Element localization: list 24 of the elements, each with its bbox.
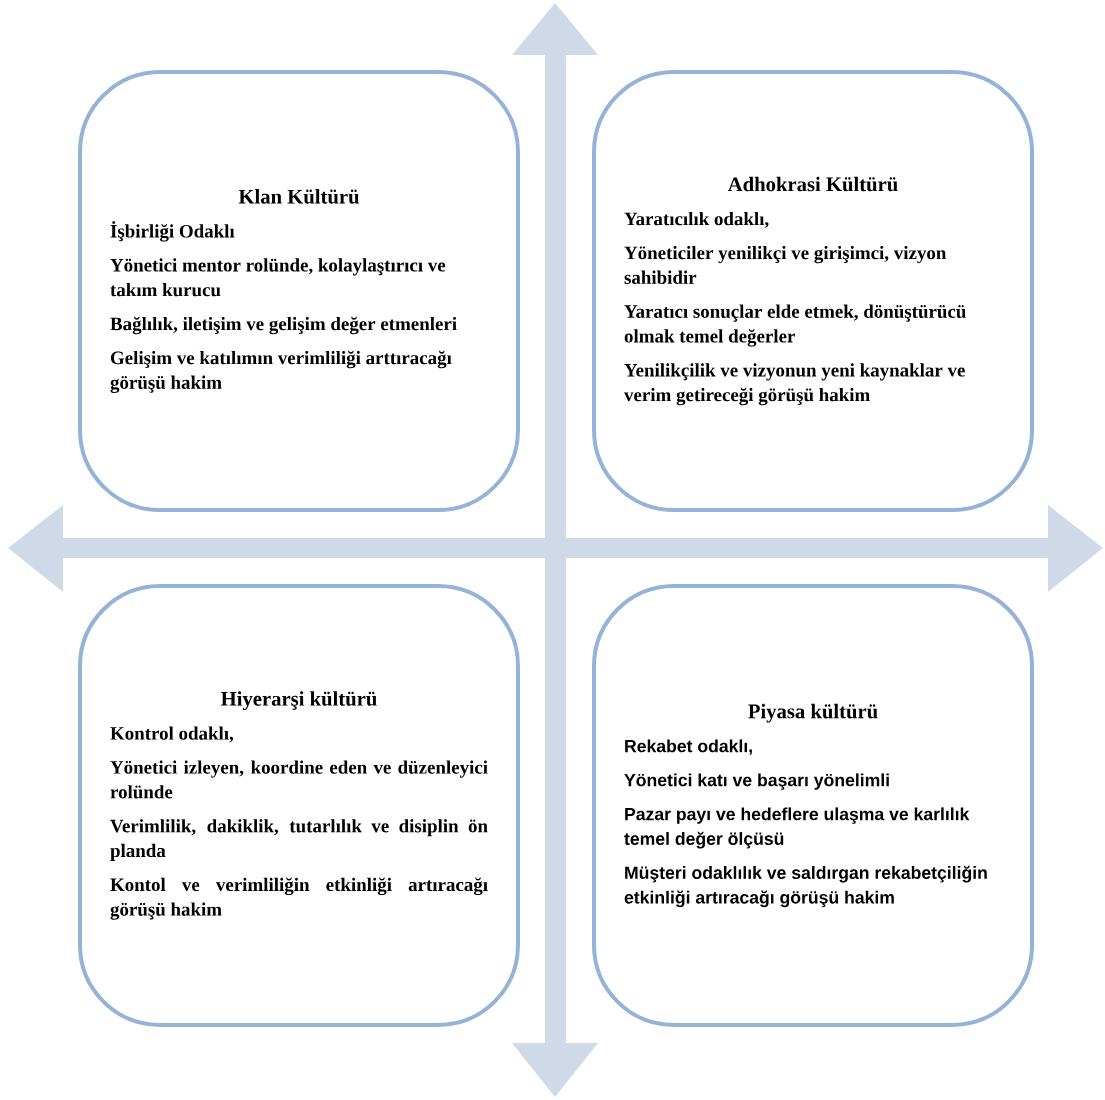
- body-text: Yaratıcı sonuçlar elde etmek, dönüştürücü olmak temel değerler: [624, 304, 966, 347]
- body-text: Yönetici mentor rolünde, kolaylaştırıcı ve takım kurucu: [110, 258, 446, 297]
- rounded-box: [592, 70, 1034, 512]
- body-text: Pazar payı ve hedeflere ulaşma ve karlılık temel değer ölçüsü: [624, 807, 970, 849]
- rounded-box: [78, 584, 520, 1027]
- body-text: Yönetici izleyen, koordine eden ve düzenleyici rolünde: [110, 760, 488, 799]
- body-text: Kontrol odaklı,: [110, 726, 234, 743]
- body-text: Yaratıcılık odaklı,: [624, 211, 769, 228]
- body-text: Yöneticiler yenilikçi ve girişimci, vizyon sahibidir: [624, 245, 947, 284]
- body-text: Verimlilik, dakiklik, tutarlılık ve disiplin ön planda: [110, 819, 488, 861]
- box-heading: Piyasa kültürü: [748, 703, 878, 723]
- rounded-box: [78, 70, 520, 512]
- body-text: Yönetici katı ve başarı yönelimli: [624, 773, 889, 790]
- body-text: İşbirliği Odaklı: [110, 221, 235, 242]
- body-text: Yenilikçilik ve vizyonun yeni kaynaklar ve verim getireceği görüşü hakim: [624, 363, 965, 406]
- body-text: Bağlılık, iletişim ve gelişim değer etmenleri: [110, 316, 457, 335]
- box-heading: Klan Kültürü: [238, 189, 359, 204]
- body-text: Rekabet odaklı,: [625, 739, 752, 755]
- box-heading: Hiyerarşi kültürü: [221, 691, 377, 711]
- body-text: Müşteri odaklılık ve saldırgan rekabetçiliğin etkinliği artıracağı görüşü hakim: [624, 865, 987, 908]
- body-text: Gelişim ve katılımın verimliliği arttıracağı görüşü hakim: [110, 350, 452, 393]
- box-heading: Adhokrasi Kültürü: [727, 176, 898, 192]
- rounded-box: [592, 584, 1034, 1027]
- body-text: Kontol ve verimliliğin etkinliği artıracağı görüşü hakim: [110, 877, 488, 920]
